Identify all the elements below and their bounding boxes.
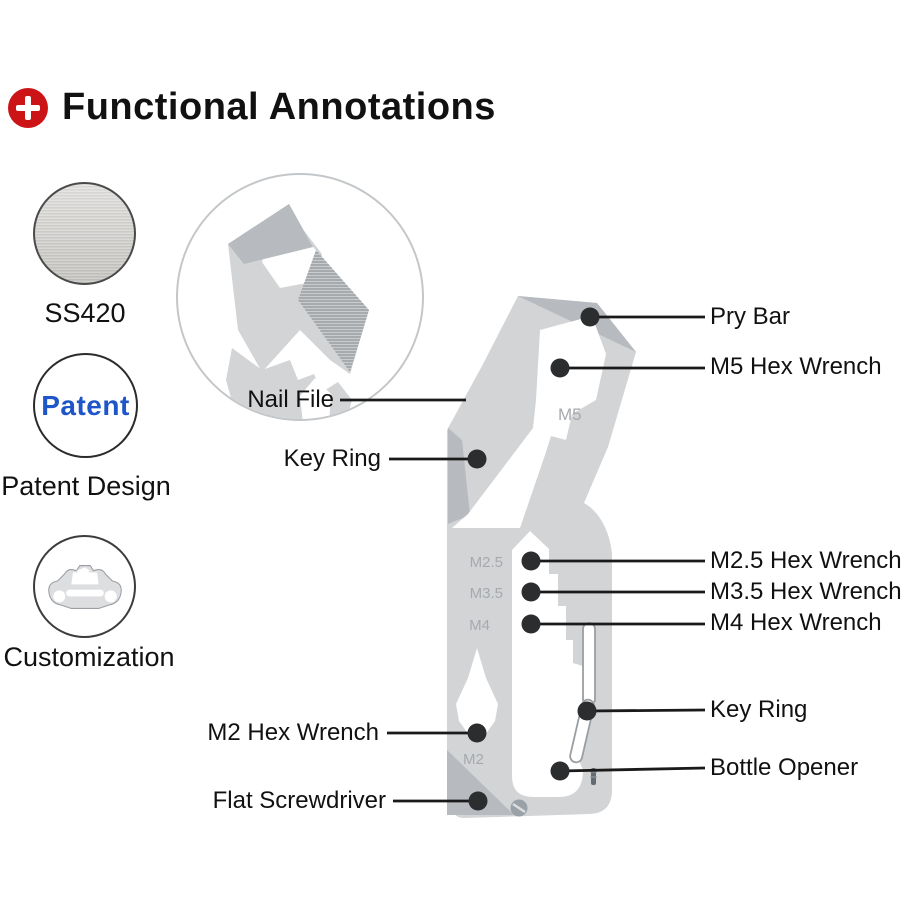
dot-m4-hex [521, 614, 541, 634]
dot-m2-hex [467, 723, 487, 743]
dot-m2-5-hex [521, 551, 541, 571]
wire-gate-upper [582, 622, 596, 706]
label-key-ring-bottom: Key Ring [710, 696, 808, 723]
dot-key-ring-bottom [577, 701, 597, 721]
label-m2-5-hex: M2.5 Hex Wrench [710, 547, 902, 574]
pivot-screw-slot [512, 802, 526, 814]
steel-material-badge [33, 182, 136, 285]
label-bottle-opener: Bottle Opener [710, 754, 859, 781]
engraving-m5: M5 [558, 405, 582, 424]
magnified-facet [228, 204, 313, 264]
dot-bottle-opener [550, 761, 570, 781]
arm-facet [448, 428, 470, 524]
nail-file-magnifier [176, 173, 424, 421]
label-m5-hex: M5 Hex Wrench [710, 353, 882, 380]
leader-bottle-opener [559, 766, 706, 773]
customization-badge [33, 535, 136, 638]
patent-badge: Patent [33, 353, 138, 458]
nail-file-texture [298, 250, 369, 372]
label-m2-hex: M2 Hex Wrench [207, 719, 379, 746]
customization-label: Customization [3, 642, 175, 672]
label-m3-5-hex: M3.5 Hex Wrench [710, 578, 902, 605]
label-nail-file: Nail File [247, 386, 334, 413]
annotation-dots [467, 307, 600, 811]
label-pry-bar: Pry Bar [710, 303, 791, 330]
m2-hex-opening [456, 648, 498, 738]
label-flat-screwdriver: Flat Screwdriver [212, 787, 386, 814]
dot-m5-hex [550, 358, 570, 378]
magnified-hex-notch [300, 378, 331, 419]
label-m4-hex: M4 Hex Wrench [710, 609, 882, 636]
dot-pry-bar [580, 307, 600, 327]
page-title: Functional Annotations [62, 86, 496, 128]
dot-m3-5-hex [521, 582, 541, 602]
label-key-ring-top: Key Ring [283, 445, 381, 472]
bottom-facet [447, 750, 514, 815]
patent-label: Patent Design [1, 471, 171, 501]
engraving-m2: M2 [463, 751, 484, 768]
dot-flat-screwdriver [468, 791, 488, 811]
engraving-m3-5: M3.5 [470, 585, 503, 602]
material-label: SS420 [44, 298, 126, 328]
engraving-m2-5: M2.5 [470, 554, 503, 571]
engraving-m4: M4 [469, 617, 490, 634]
plus-icon [8, 88, 48, 128]
patent-badge-text: Patent [41, 389, 130, 421]
leader-key-ring-bottom [586, 708, 706, 713]
multitool-outline-icon [47, 564, 122, 609]
leader-lines [340, 315, 706, 803]
dot-key-ring-top [467, 449, 487, 469]
